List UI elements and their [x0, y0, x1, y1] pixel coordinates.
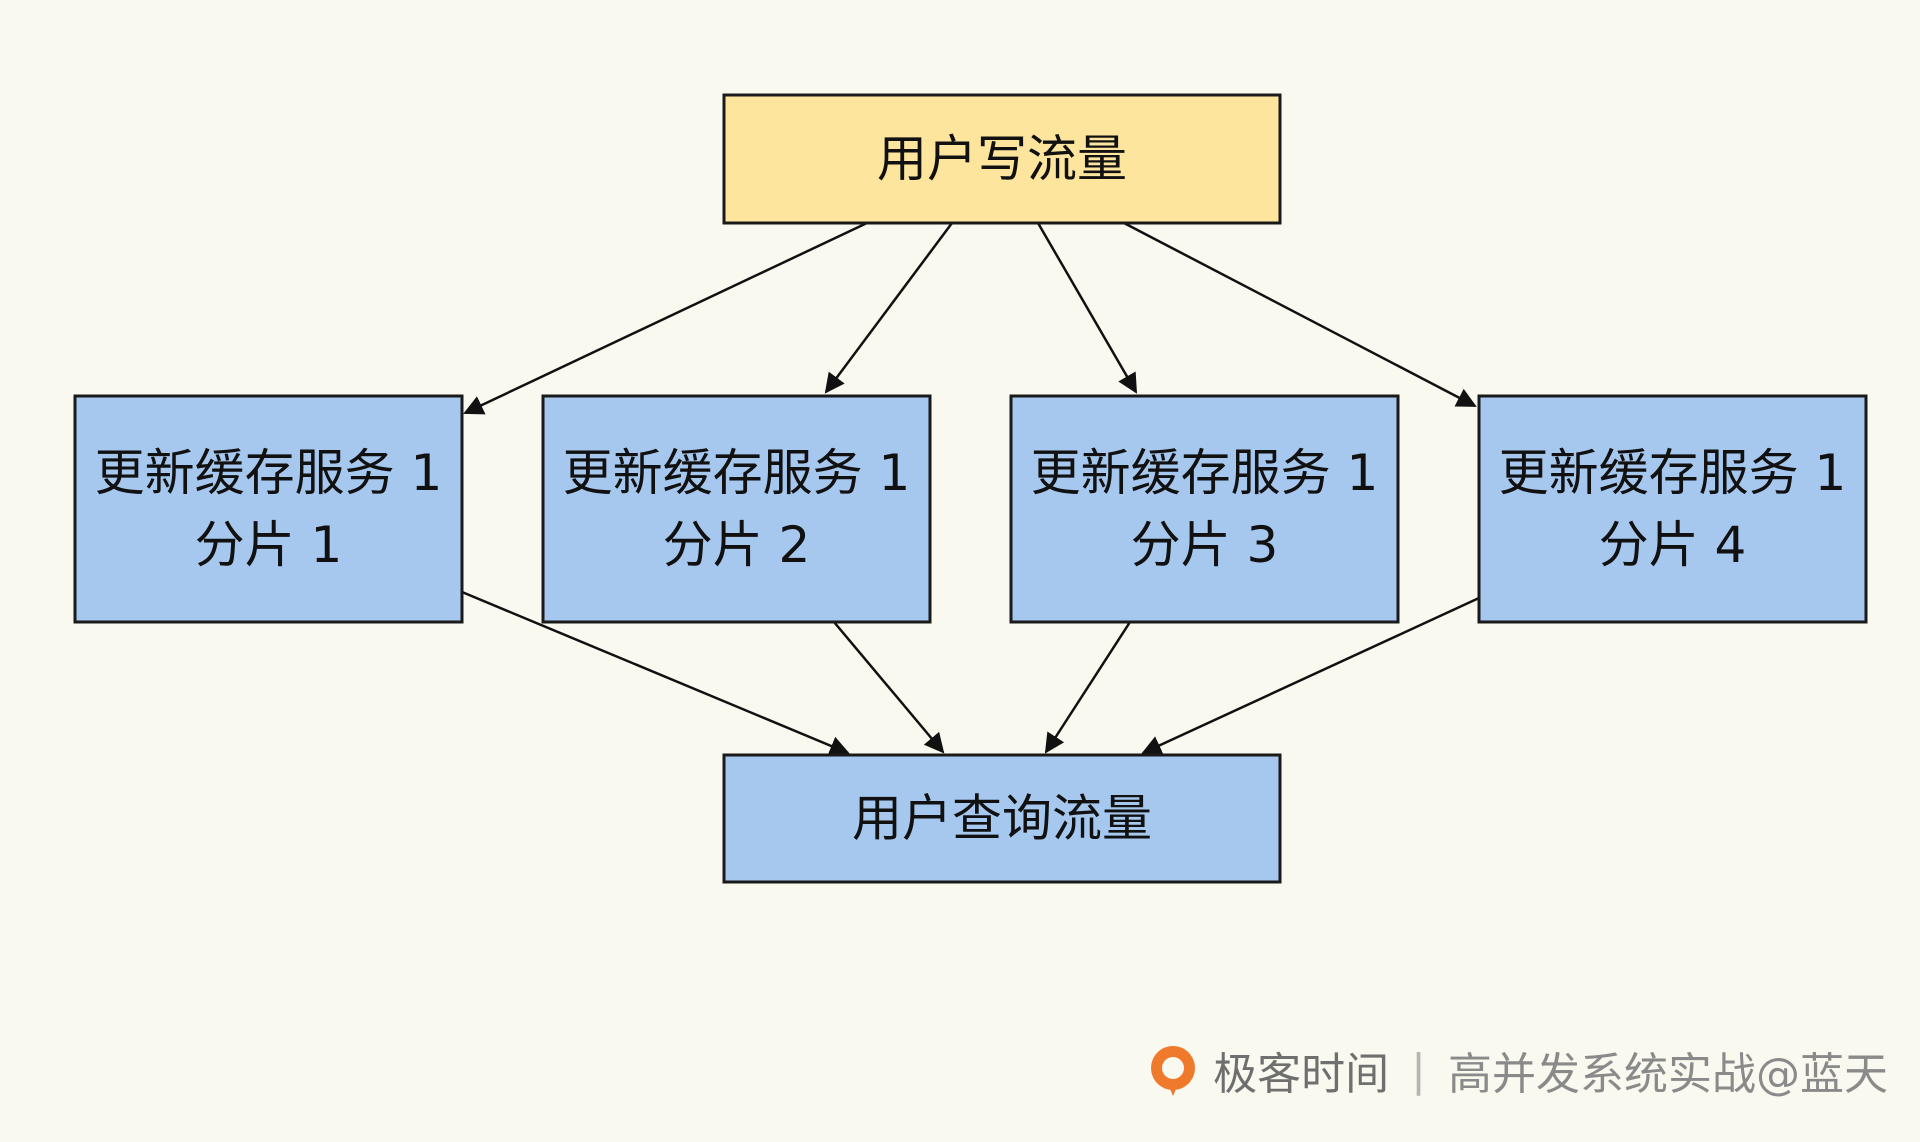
node-label-shard3-line-1: 更新缓存服务 1	[1031, 444, 1379, 502]
node-box-shard2	[541, 394, 932, 624]
arrow-shard4-to-query	[1141, 596, 1480, 755]
arrow-shard1-to-query	[461, 590, 850, 756]
node-label-shard1-line-2: 分片 1	[195, 516, 343, 574]
node-label-shard2-line-1: 更新缓存服务 1	[563, 444, 911, 502]
arrow-shard3-to-query	[1044, 621, 1132, 754]
watermark-author: 高并发系统实战@蓝天	[1448, 1049, 1888, 1100]
node-shard1: 更新缓存服务 1 分片 1	[73, 394, 464, 624]
arrow-write-to-shard4	[1123, 221, 1477, 408]
geektime-logo-icon	[1145, 1042, 1201, 1098]
node-label-shard4-line-2: 分片 4	[1599, 516, 1747, 574]
watermark: 极客时间 | 高并发系统实战@蓝天	[1145, 1038, 1888, 1102]
node-box-shard1	[73, 394, 464, 624]
node-shard4: 更新缓存服务 1 分片 4	[1477, 394, 1868, 624]
arrow-write-to-shard3	[1036, 222, 1138, 394]
edges	[461, 221, 1480, 756]
node-write: 用户写流量	[722, 93, 1282, 225]
node-box-shard3	[1009, 394, 1400, 624]
watermark-separator: |	[1411, 1044, 1426, 1096]
node-box-write	[722, 93, 1282, 225]
arrow-shard2-to-query	[833, 621, 945, 754]
node-query: 用户查询流量	[722, 753, 1282, 884]
node-label-query-line-1: 用户查询流量	[852, 790, 1152, 848]
arrow-write-to-shard1	[463, 221, 868, 415]
watermark-brand: 极客时间	[1213, 1049, 1390, 1100]
arrow-write-to-shard2	[824, 222, 954, 394]
node-box-shard4	[1477, 394, 1868, 624]
node-shard3: 更新缓存服务 1 分片 3	[1009, 394, 1400, 624]
node-label-shard1-line-1: 更新缓存服务 1	[95, 444, 443, 502]
node-label-shard2-line-2: 分片 2	[663, 516, 811, 574]
node-label-shard3-line-2: 分片 3	[1131, 516, 1279, 574]
node-box-query	[722, 753, 1282, 884]
node-label-write-line-1: 用户写流量	[877, 130, 1127, 188]
node-label-shard4-line-1: 更新缓存服务 1	[1499, 444, 1847, 502]
node-shard2: 更新缓存服务 1 分片 2	[541, 394, 932, 624]
